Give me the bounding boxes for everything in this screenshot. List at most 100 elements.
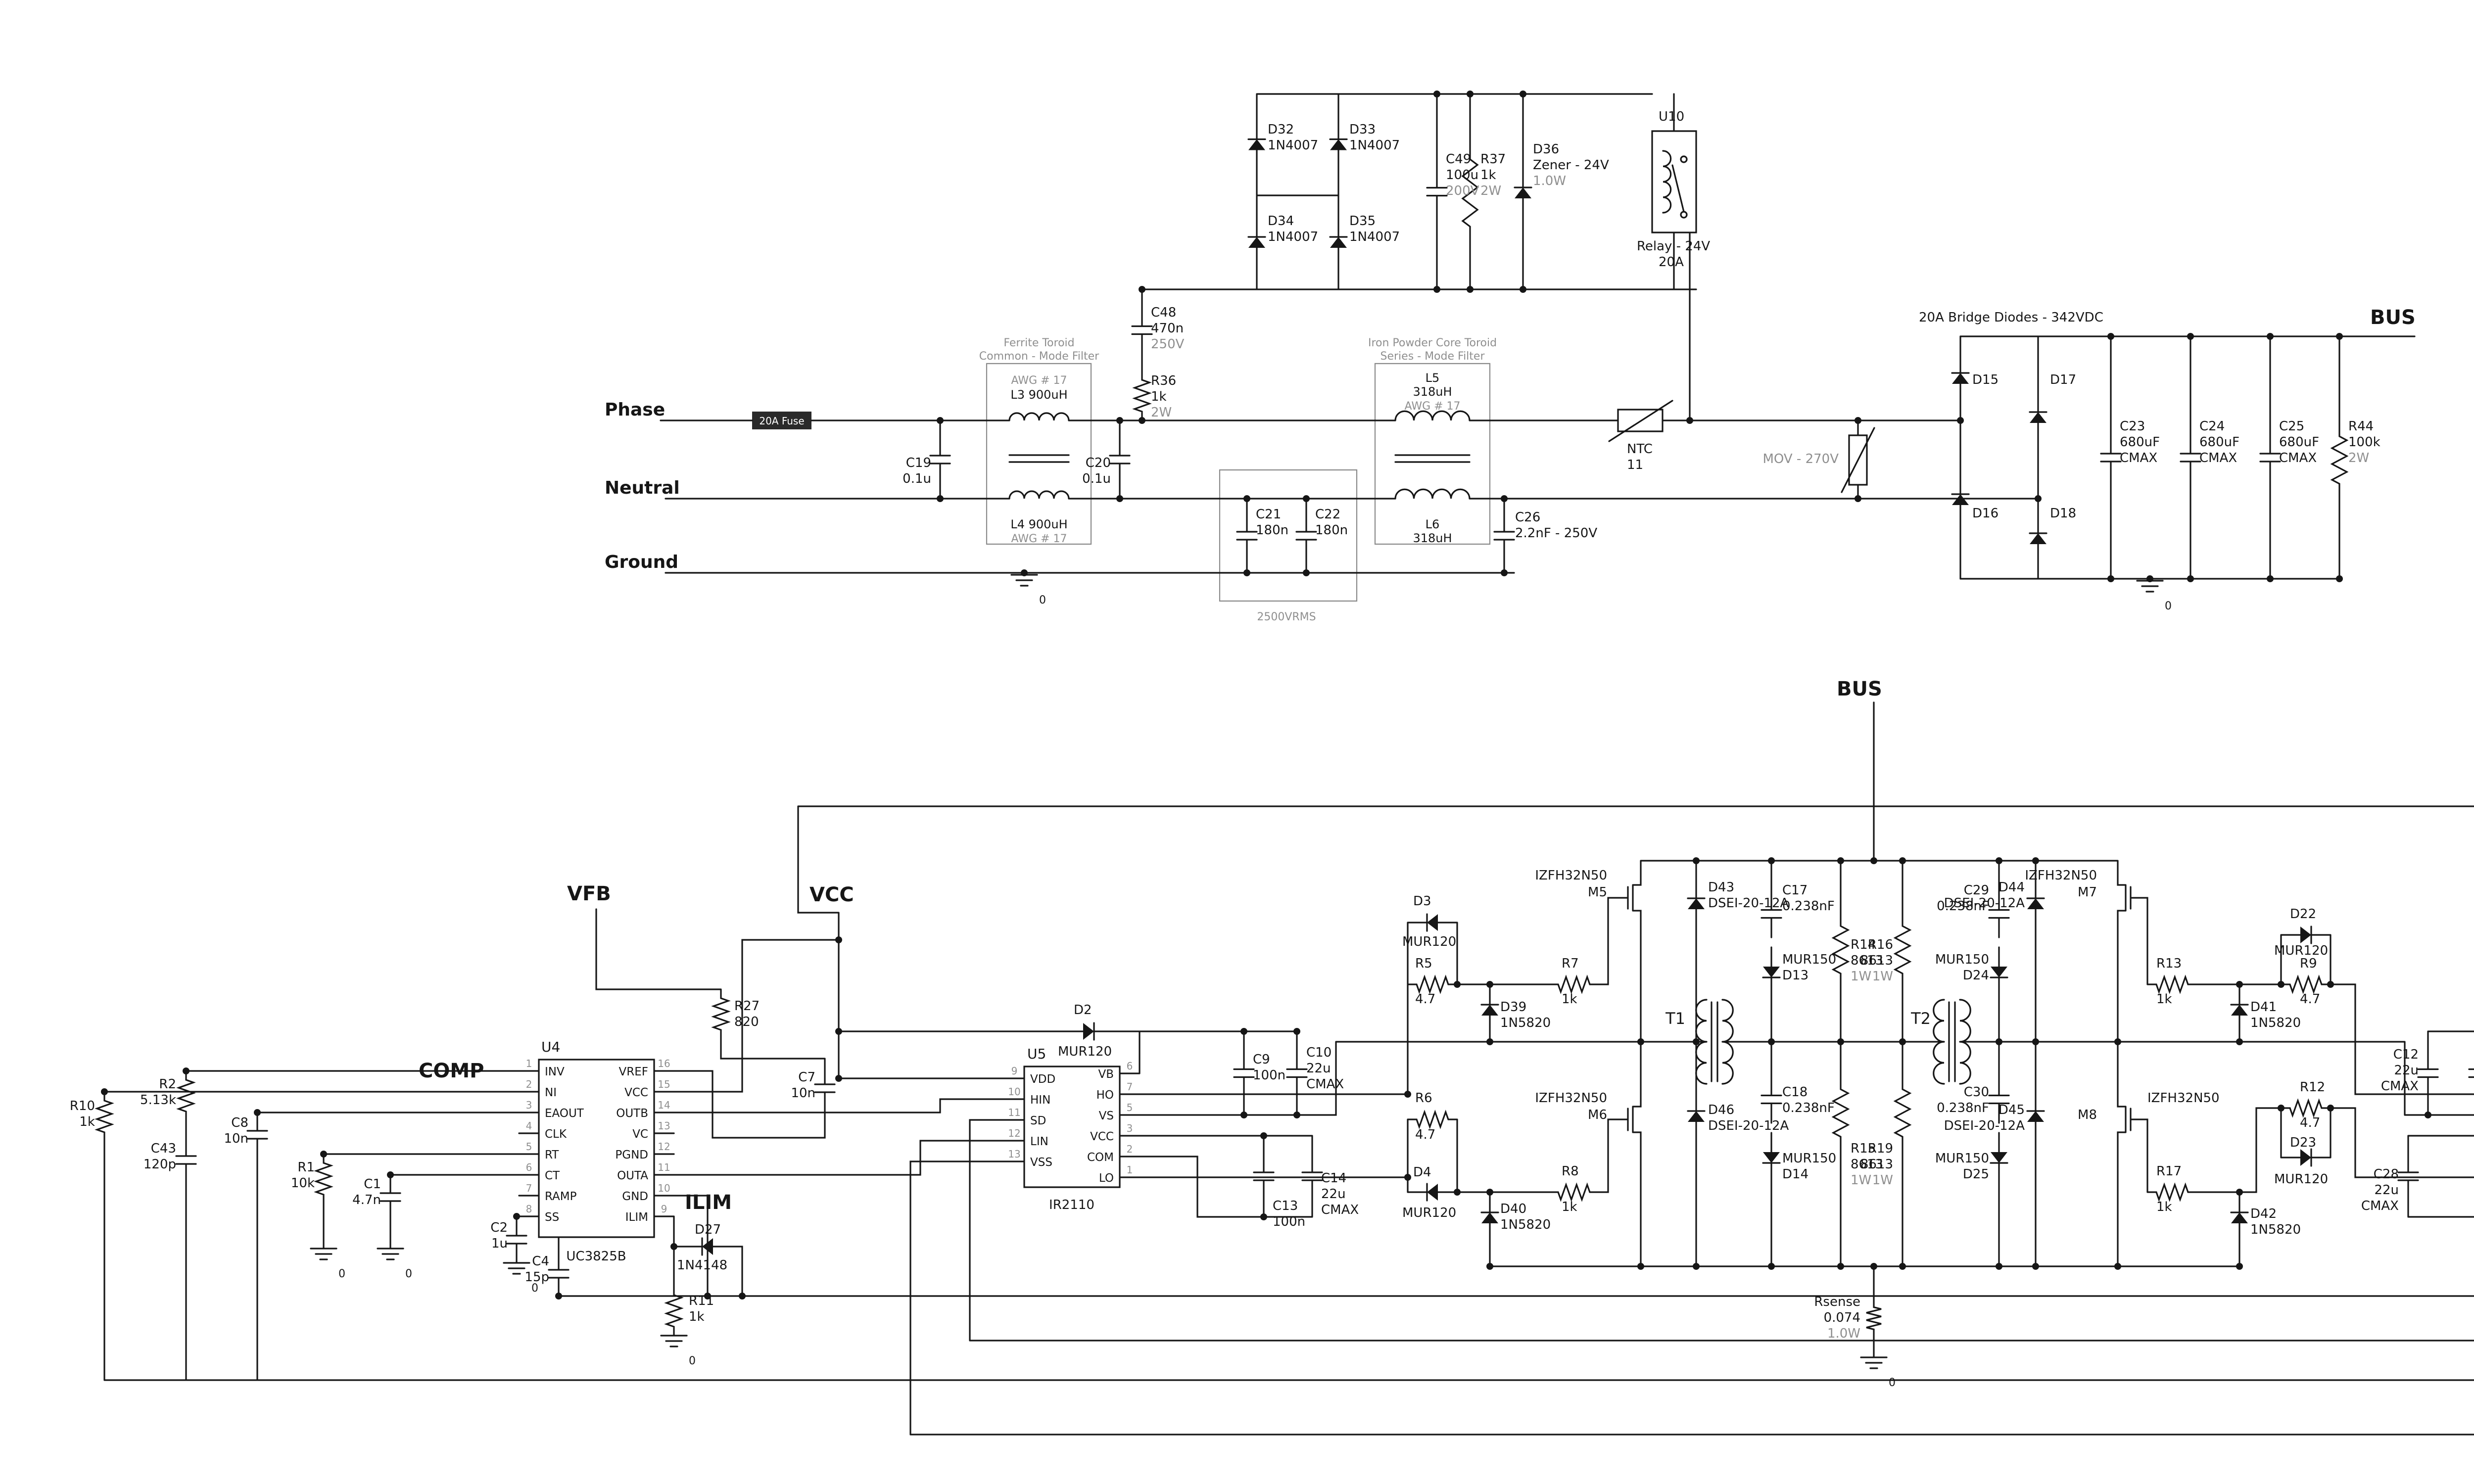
label-labels-c24: C24: [2199, 419, 2225, 434]
label-labels-d33: D33: [1349, 122, 1376, 137]
label-labels-izfh: IZFH32N50: [2147, 1091, 2220, 1106]
label-labels-d34: D34: [1268, 214, 1294, 229]
label-ics-u4-right-1-1: VCC: [624, 1086, 648, 1099]
label-labels-gnd0: 0: [2165, 600, 2172, 612]
label-labels-r6: R6: [1415, 1091, 1432, 1106]
label-labels-awg17: AWG # 17: [1404, 400, 1460, 413]
label-labels-mur120: MUR120: [1058, 1044, 1112, 1059]
label-labels-cmax: CMAX: [2361, 1199, 2399, 1213]
label-labels-v20a: 20A: [1659, 255, 1684, 270]
label-labels-dsei: DSEI-20-12A: [1944, 896, 2025, 911]
label-labels-v1k: 1k: [2156, 1200, 2172, 1214]
label-ics-u4-left-2-0: 3: [526, 1099, 532, 1111]
label-labels-d25: D25: [1963, 1167, 1989, 1182]
label-labels-c9: C9: [1253, 1052, 1270, 1067]
label-ics-u5-right-4-1: COM: [1087, 1151, 1114, 1164]
label-labels-v1n4007: 1N4007: [1349, 230, 1400, 244]
label-labels-m5: M5: [1588, 885, 1607, 900]
label-ics-u4-right-2-1: OUTB: [616, 1107, 648, 1120]
label-labels-r27: R27: [734, 999, 760, 1014]
label-labels-v238: 0.238nF: [1937, 899, 1989, 914]
label-ics-u5-right-3-1: VCC: [1090, 1130, 1114, 1143]
label-labels-gnd0: 0: [405, 1268, 412, 1280]
label-ics-u5-left-1-1: HIN: [1030, 1094, 1050, 1107]
label-labels-d3: D3: [1413, 894, 1431, 909]
label-labels-c13: C13: [1273, 1199, 1298, 1213]
label-labels-v680u: 680uF: [2199, 435, 2239, 450]
label-labels-d32: D32: [1268, 122, 1294, 137]
label-labels-v318: 318uH: [1413, 385, 1452, 399]
label-labels-v1k: 1k: [79, 1114, 95, 1129]
label-labels-ground: Ground: [605, 552, 678, 572]
label-labels-v100n: 100n: [1273, 1214, 1305, 1229]
label-ics-u5-right-1-0: 7: [1127, 1081, 1133, 1093]
label-labels-vrms: 2500VRMS: [1257, 611, 1316, 623]
label-labels-c48: C48: [1151, 305, 1176, 320]
label-ics-u5-left-2-1: SD: [1030, 1114, 1046, 1127]
label-labels-v4r7: 4.7: [1415, 1127, 1435, 1142]
label-ics-u5-right-3-0: 3: [1127, 1122, 1133, 1134]
label-labels-c10: C10: [1306, 1045, 1332, 1060]
label-labels-l3: L3 900uH: [1010, 388, 1067, 402]
label-labels-ntc: NTC: [1627, 442, 1653, 457]
label-labels-l6: L6: [1426, 517, 1440, 531]
label-labels-c18: C18: [1782, 1085, 1808, 1100]
label-ics-u5-left-3-1: LIN: [1030, 1135, 1048, 1148]
label-labels-r19: R19: [1868, 1141, 1893, 1156]
label-labels-d46: D46: [1708, 1103, 1734, 1117]
label-labels-m6: M6: [1588, 1108, 1607, 1122]
label-labels-v1k: 1k: [689, 1309, 705, 1324]
label-labels-cm1: Ferrite Toroid: [1003, 337, 1074, 349]
label-labels-d14: D14: [1782, 1167, 1808, 1182]
label-labels-c21: C21: [1256, 507, 1281, 522]
label-labels-d35: D35: [1349, 214, 1376, 229]
label-labels-c2: C2: [490, 1220, 508, 1235]
label-ics-u5-right-1-1: HO: [1096, 1089, 1114, 1102]
label-labels-v1k: 1k: [1562, 1200, 1577, 1214]
label-labels-sm1: Iron Powder Core Toroid: [1368, 337, 1497, 349]
label-ics-u4-left-4-1: RT: [545, 1149, 559, 1161]
label-labels-v10k: 10k: [291, 1176, 315, 1191]
label-labels-v180n: 180n: [1256, 523, 1288, 538]
label-labels-v680u: 680uF: [2279, 435, 2319, 450]
label-labels-cmax: CMAX: [1306, 1077, 1344, 1092]
label-labels-c26: C26: [1515, 510, 1540, 525]
label-labels-v120p: 120p: [143, 1157, 176, 1172]
label-labels-v10n: 10n: [224, 1131, 248, 1146]
label-ics-u5-left-1-0: 10: [1008, 1086, 1020, 1098]
label-ics-u4-left-0-1: INV: [545, 1066, 565, 1078]
label-labels-zener24: Zener - 24V: [1533, 158, 1609, 173]
label-labels-c25: C25: [2279, 419, 2304, 434]
label-labels-v01u: 0.1u: [903, 471, 931, 486]
label-labels-d43: D43: [1708, 880, 1734, 895]
label-labels-c1: C1: [364, 1177, 381, 1192]
label-labels-izfh: IZFH32N50: [1535, 1091, 1607, 1106]
label-labels-v01u: 0.1u: [1082, 471, 1111, 486]
label-labels-v1n5820: 1N5820: [2250, 1016, 2301, 1030]
label-ics-u5-left-0-1: VDD: [1030, 1073, 1055, 1086]
label-labels-t2: T2: [1910, 1009, 1931, 1028]
label-labels-bus: BUS: [1837, 678, 1882, 700]
label-labels-v4r7: 4.7: [2300, 992, 2320, 1007]
label-ics-u5-left-2-0: 11: [1008, 1107, 1020, 1118]
label-labels-v820: 820: [734, 1015, 759, 1029]
label-ics-u4-left-1-1: NI: [545, 1086, 557, 1099]
label-labels-gnd0: 0: [689, 1355, 696, 1367]
label-labels-c19: C19: [906, 456, 931, 470]
label-ics-u4-left-3-0: 4: [526, 1120, 532, 1132]
label-ics-u5-right-4-0: 2: [1127, 1143, 1133, 1155]
label-ics-u4-ref: U4: [541, 1039, 560, 1055]
label-labels-v4r7: 4.7: [1415, 992, 1435, 1007]
label-ics-u4-right-4-1: PGND: [615, 1149, 648, 1161]
label-labels-d45: D45: [1998, 1103, 2025, 1117]
label-labels-neutral: Neutral: [605, 478, 680, 498]
label-labels-v1n5820: 1N5820: [1500, 1217, 1551, 1232]
label-labels-v1k: 1k: [2156, 992, 2172, 1007]
label-labels-v238: 0.238nF: [1782, 899, 1835, 914]
label-labels-d16: D16: [1972, 506, 1998, 521]
label-labels-c7: C7: [798, 1070, 815, 1085]
label-labels-r12: R12: [2300, 1080, 2325, 1095]
label-labels-r37: R37: [1480, 152, 1506, 167]
label-ics-u5-ref: U5: [1027, 1046, 1046, 1062]
